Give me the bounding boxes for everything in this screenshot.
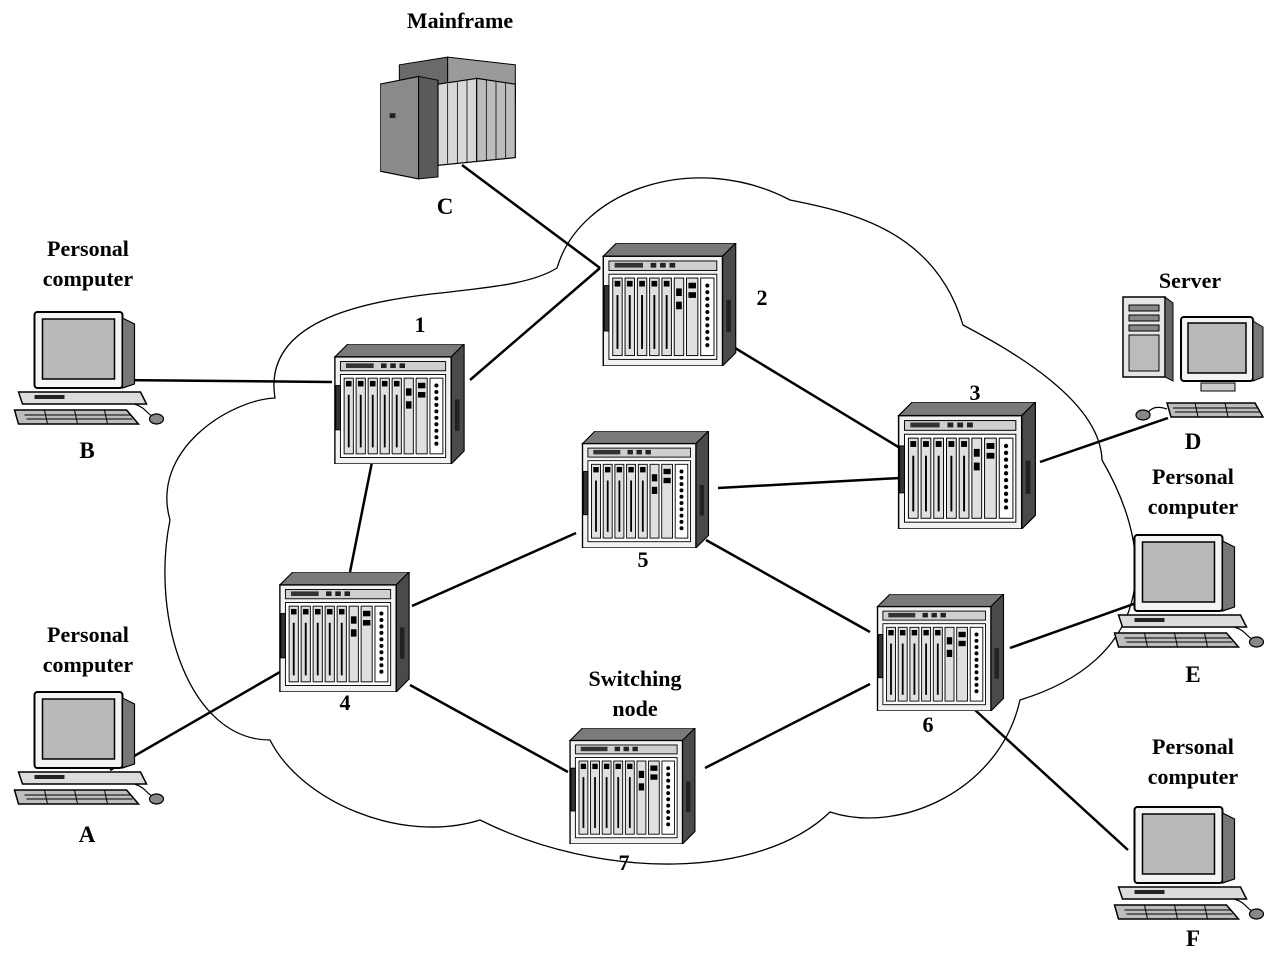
link-4-a [109, 670, 281, 772]
node-label-4: 4 [339, 690, 351, 715]
link-2-3 [734, 346, 901, 450]
switching-node-7 [569, 728, 696, 844]
link-4-5 [411, 531, 577, 608]
network-cloud [164, 177, 1137, 865]
station-label-f: F [1185, 926, 1201, 951]
mainframe-icon [380, 56, 516, 180]
link-4-7 [409, 683, 569, 774]
node-label-2: 2 [756, 285, 768, 310]
switching-node-title: Switching node [560, 664, 710, 724]
node-label-3: 3 [969, 380, 981, 405]
switching-node-1 [333, 344, 466, 464]
pc-f-title-line2: computer [1147, 764, 1239, 789]
pc-f-title: Personal computer [1113, 732, 1273, 792]
pc-a-title-line2: computer [42, 652, 134, 677]
station-label-b: B [79, 438, 95, 463]
link-c-2 [461, 163, 601, 270]
node-label-7: 7 [618, 850, 630, 875]
link-1-4 [348, 461, 374, 573]
link-5-6 [705, 538, 871, 634]
station-label-d: D [1184, 429, 1202, 454]
switching-node-2 [602, 243, 737, 366]
link-6-e [1009, 598, 1146, 650]
personal-computer-f-icon [1113, 805, 1265, 921]
mainframe-label: Mainframe [406, 8, 514, 33]
server-label: Server [1158, 268, 1222, 293]
station-label-c: C [436, 194, 454, 219]
link-6-7 [704, 682, 871, 770]
link-1-2 [469, 267, 601, 381]
pc-e-title-line2: computer [1147, 494, 1239, 519]
link-3-5 [717, 476, 901, 490]
personal-computer-b-icon [13, 310, 165, 426]
switching-node-title-line2: node [612, 696, 658, 721]
switching-node-6 [876, 594, 1005, 711]
switching-node-title-line1: Switching [588, 666, 682, 691]
personal-computer-e-icon [1113, 533, 1265, 649]
switching-node-3 [897, 402, 1037, 529]
pc-a-title-line1: Personal [47, 622, 129, 647]
node-label-1: 1 [414, 312, 426, 337]
pc-b-title-line1: Personal [47, 236, 129, 261]
node-label-5: 5 [637, 547, 649, 572]
pc-a-title: Personal computer [8, 620, 168, 680]
pc-b-title-line2: computer [42, 266, 134, 291]
pc-e-title: Personal computer [1113, 462, 1273, 522]
station-label-a: A [78, 822, 96, 847]
pc-e-title-line1: Personal [1152, 464, 1234, 489]
station-label-e: E [1185, 662, 1201, 687]
link-6-f [974, 709, 1129, 851]
server-icon [1121, 295, 1265, 422]
pc-f-title-line1: Personal [1152, 734, 1234, 759]
switching-node-4 [278, 572, 411, 692]
link-3-d [1039, 416, 1169, 464]
pc-b-title: Personal computer [8, 234, 168, 294]
link-lines [109, 163, 1169, 851]
node-label-6: 6 [922, 712, 934, 737]
personal-computer-a-icon [13, 690, 165, 806]
link-b-1 [109, 378, 333, 384]
switching-node-5 [581, 431, 710, 548]
